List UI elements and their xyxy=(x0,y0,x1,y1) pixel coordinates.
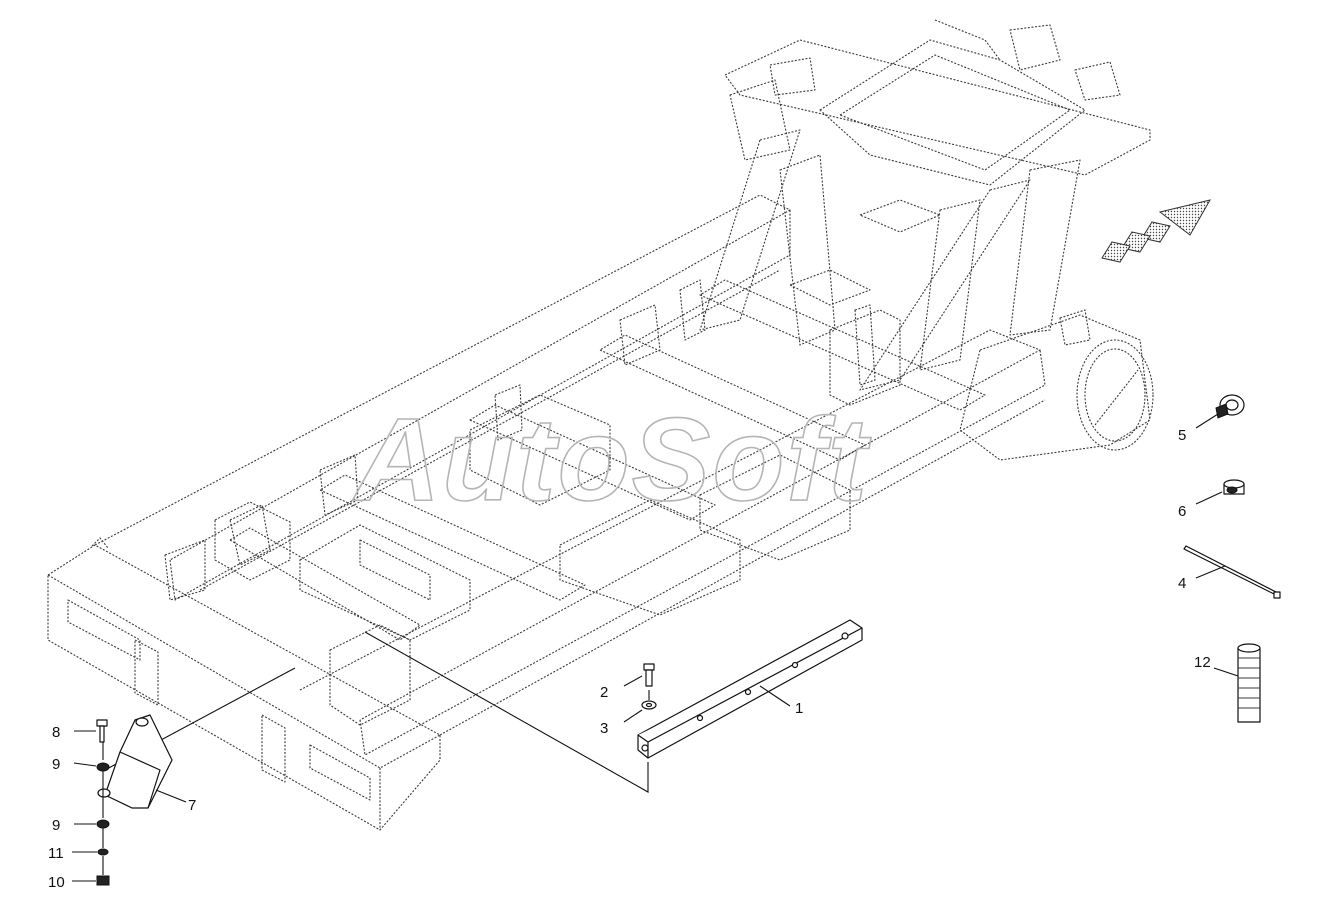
part-9-washer-upper xyxy=(96,762,110,772)
part-6-clip xyxy=(1223,479,1245,495)
part-12-tube xyxy=(1237,643,1261,723)
part-3-washer xyxy=(641,700,657,710)
callout-2: 2 xyxy=(600,684,608,701)
autosoft-watermark: AutoSoft xyxy=(352,394,872,526)
callout-11: 11 xyxy=(48,845,64,862)
callout-5: 5 xyxy=(1178,427,1186,444)
part-5-clamp xyxy=(1215,394,1245,419)
part-2-bolt xyxy=(643,663,655,687)
callout-8: 8 xyxy=(52,724,60,741)
callout-6: 6 xyxy=(1178,503,1186,520)
callout-1: 1 xyxy=(795,700,803,717)
part-4-cable-tie xyxy=(1183,545,1281,599)
callout-9-lower: 9 xyxy=(52,817,60,834)
chassis-frame xyxy=(47,19,1154,831)
forward-direction-arrow-icon xyxy=(1101,199,1212,263)
callout-9-upper: 9 xyxy=(52,756,60,773)
part-9-washer-lower xyxy=(96,819,110,829)
callout-4: 4 xyxy=(1178,575,1186,592)
callout-7: 7 xyxy=(188,797,196,814)
callout-12: 12 xyxy=(1194,654,1211,671)
part-7-shield-bracket xyxy=(97,714,173,809)
assembly-line-part-1 xyxy=(364,631,649,793)
part-8-bolt xyxy=(96,719,108,743)
part-10-nut xyxy=(96,875,110,886)
callout-10: 10 xyxy=(48,874,65,891)
part-11-lock-washer xyxy=(97,848,109,856)
callout-3: 3 xyxy=(600,720,608,737)
part-1-rail-bracket xyxy=(637,619,863,759)
